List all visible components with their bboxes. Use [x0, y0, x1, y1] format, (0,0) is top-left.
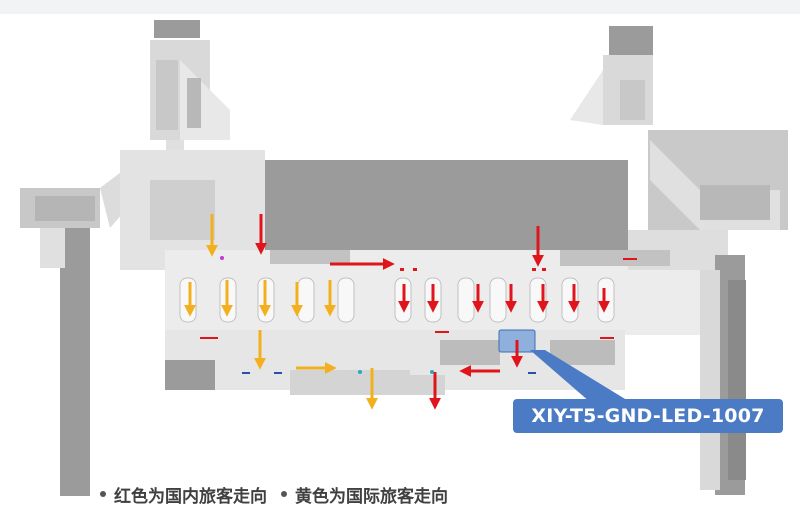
map-dots	[220, 256, 536, 374]
domestic-arrows	[255, 214, 610, 410]
left-pier	[150, 20, 230, 160]
right-vertical-pier	[700, 255, 746, 495]
legend-domestic: 红色为国内旅客走向	[114, 486, 267, 507]
main-concourse	[120, 150, 728, 395]
right-pier	[570, 26, 788, 230]
device-callout-label: XIY-T5-GND-LED-1007	[513, 399, 783, 433]
counter-marks	[200, 258, 637, 339]
roof-block	[265, 160, 628, 250]
international-arrows	[184, 214, 378, 410]
left-wing	[20, 150, 160, 496]
legend: 红色为国内旅客走向 黄色为国际旅客走向	[96, 482, 448, 507]
legend-international: 黄色为国际旅客走向	[295, 486, 448, 507]
bullet-icon	[100, 491, 106, 497]
callout-pointer	[530, 350, 630, 402]
top-strip	[0, 0, 800, 14]
bullet-icon	[281, 491, 287, 497]
